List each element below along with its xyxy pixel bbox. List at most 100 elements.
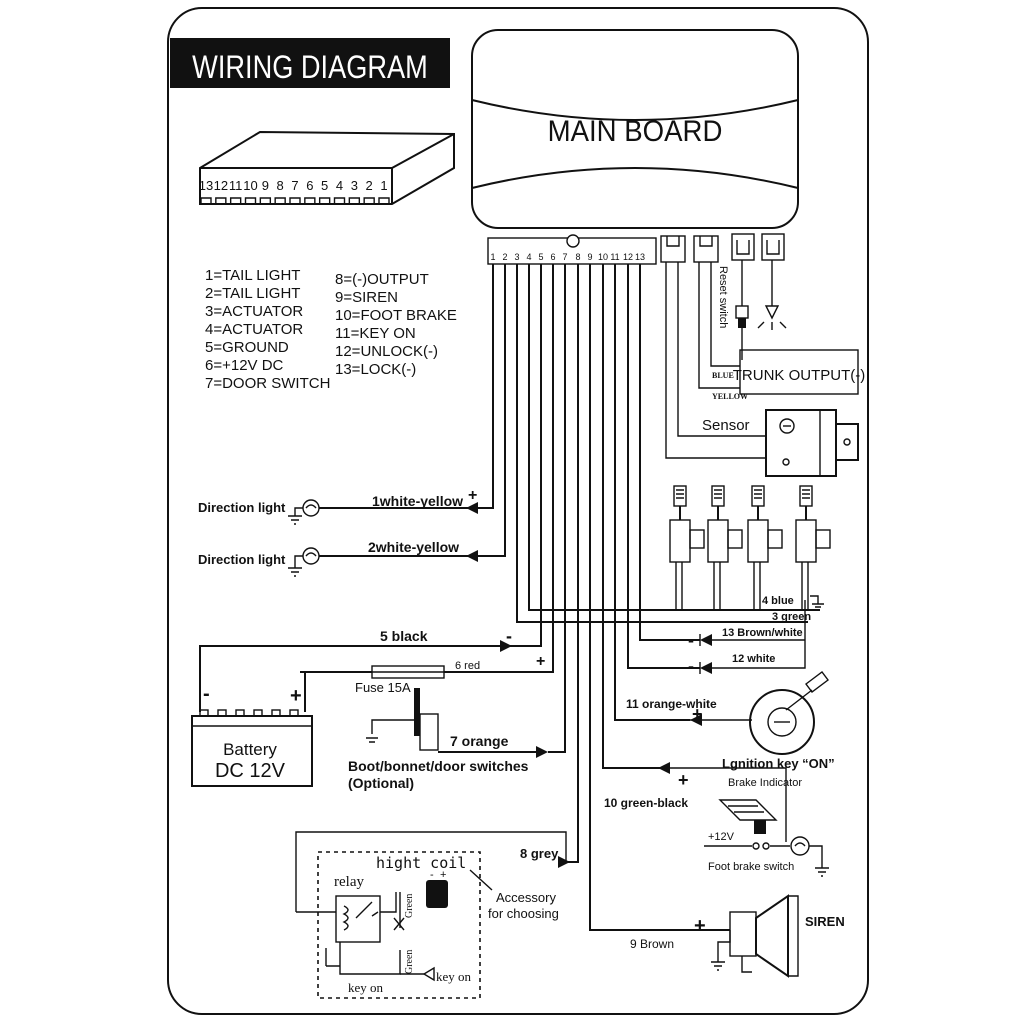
legend-item: 8=(-)OUTPUT <box>335 271 429 288</box>
battery: - + Battery DC 12V <box>191 646 313 787</box>
fuse-label: Fuse 15A <box>355 680 411 695</box>
led-icon <box>757 260 787 330</box>
wire-6 <box>450 264 554 673</box>
accessory-label: Accessory <box>496 890 556 905</box>
legend-item: 13=LOCK(-) <box>335 361 416 378</box>
plus-sign: + <box>536 653 545 670</box>
legend-item: 10=FOOT BRAKE <box>335 307 457 324</box>
fuse: Fuse 15A 6 red + <box>305 653 545 695</box>
direction-light-label: Direction light <box>198 500 286 515</box>
wire-label-12: 12 white <box>732 653 775 665</box>
wire-label-9: 9 Brown <box>630 937 674 951</box>
legend-item: 4=ACTUATOR <box>205 321 303 338</box>
main-board: MAIN BOARD <box>471 29 799 229</box>
connector-pin-slot <box>378 197 390 204</box>
connector-pin-slot <box>333 197 346 204</box>
wire-label-8: 8 grey <box>520 846 559 861</box>
coil-minus: - <box>430 869 434 881</box>
connector-pin-slot <box>215 197 227 204</box>
connector-pin-slot <box>274 197 286 204</box>
wire-2 <box>478 264 506 557</box>
header-pin-number: 8 <box>575 252 580 262</box>
header-pin-number: 2 <box>502 252 507 262</box>
sensor-minus-icon <box>779 418 795 434</box>
coil-plus: + <box>440 869 446 881</box>
connector-pin-slot <box>363 197 375 204</box>
battery-terminal <box>253 709 263 717</box>
diagram-title: WIRING DIAGRAM <box>192 50 428 86</box>
wire-label-6: 6 red <box>455 660 480 672</box>
connector-pin-number: 13 <box>199 178 213 193</box>
header-pin-number: 10 <box>598 252 608 262</box>
actuator-wire-labels: 4 blue 3 green 13 Brown/white 12 white -… <box>688 595 824 676</box>
connector-pin-number: 2 <box>366 178 373 193</box>
header-pin-number: 1 <box>490 252 495 262</box>
wire-5-label-group: 5 black - <box>380 626 512 652</box>
siren: 9 Brown + SIREN <box>630 894 845 978</box>
wire-label-7: 7 orange <box>450 733 509 749</box>
minus-sign: - <box>688 630 694 650</box>
direction-light-label: Direction light <box>198 552 286 567</box>
wire-label-5: 5 black <box>380 628 428 644</box>
connector-pin-number: 10 <box>243 178 257 193</box>
brake-indicator-label: Brake Indicator <box>728 777 802 789</box>
battery-terminal <box>199 709 209 717</box>
wire-11 <box>614 264 690 721</box>
arrow-icon <box>422 966 435 982</box>
connector-pin-slot <box>289 197 301 204</box>
wire-label-2: 2white-yellow <box>368 539 459 555</box>
foot-brake-label: Foot brake switch <box>708 861 794 873</box>
battery-pos: + <box>290 685 302 707</box>
legend-item: 12=UNLOCK(-) <box>335 343 438 360</box>
header-pin-number: 6 <box>550 252 555 262</box>
header-pin-number: 12 <box>623 252 633 262</box>
key-on-label-1: key on <box>436 969 472 984</box>
plus-sign: + <box>694 915 706 937</box>
wire-10 <box>602 264 662 769</box>
sensor-label: Sensor <box>702 417 750 434</box>
ignition-switch-icon <box>749 689 815 755</box>
relay-green-1: Green <box>404 894 415 918</box>
legend-item: 7=DOOR SWITCH <box>205 375 330 392</box>
key-on-label-2: key on <box>348 980 384 995</box>
connector-pin-number: 7 <box>291 178 298 193</box>
wire-12 <box>627 264 700 669</box>
header-pin-number: 13 <box>635 252 645 262</box>
aux-connectors <box>660 233 785 263</box>
accessory-label-2: for choosing <box>488 906 559 921</box>
foot-brake: + Brake Indicator 10 green-black +12V Fo… <box>604 762 829 877</box>
key-icon <box>785 671 829 711</box>
ignition-key: 11 orange-white + Lgnition key “ON” <box>626 671 835 771</box>
trunk-output-box <box>739 349 859 395</box>
legend-item: 5=GROUND <box>205 339 289 356</box>
connector-pin-number: 6 <box>306 178 313 193</box>
battery-terminal <box>289 709 299 717</box>
connector-pin-slot <box>318 197 331 204</box>
battery-voltage: DC 12V <box>215 760 286 782</box>
header-pin-number: 9 <box>587 252 592 262</box>
header-pin-number: 3 <box>514 252 519 262</box>
legend-item: 11=KEY ON <box>335 325 416 342</box>
connector-pin-number: 3 <box>351 178 358 193</box>
v12-label: +12V <box>708 831 735 843</box>
trunk-wire-yellow: YELLOW <box>712 392 748 401</box>
wire-label-3: 3 green <box>772 611 811 623</box>
connector-pin-number: 8 <box>277 178 284 193</box>
trunk-wire-blue: BLUE <box>712 371 734 380</box>
plus-sign: + <box>468 487 477 504</box>
connector-pin-number: 4 <box>336 178 343 193</box>
direction-light-1: Direction light 1white-yellow + <box>198 487 478 525</box>
wire-label-10: 10 green-black <box>604 796 688 810</box>
battery-terminal <box>271 709 281 717</box>
plus-sign: + <box>678 770 689 790</box>
title-banner: WIRING DIAGRAM <box>170 38 450 88</box>
trunk-output-label: TRUNK OUTPUT(-) <box>733 367 865 384</box>
legend: 1=TAIL LIGHT 2=TAIL LIGHT 3=ACTUATOR 4=A… <box>205 267 457 392</box>
connector-pin-number: 11 <box>229 178 243 193</box>
wire-7 <box>548 264 566 753</box>
wire-3 <box>516 264 808 623</box>
battery-terminal <box>217 709 227 717</box>
trunk-wires: BLUE YELLOW TRUNK OUTPUT(-) <box>698 262 865 401</box>
relay-green-2: Green <box>404 950 415 974</box>
